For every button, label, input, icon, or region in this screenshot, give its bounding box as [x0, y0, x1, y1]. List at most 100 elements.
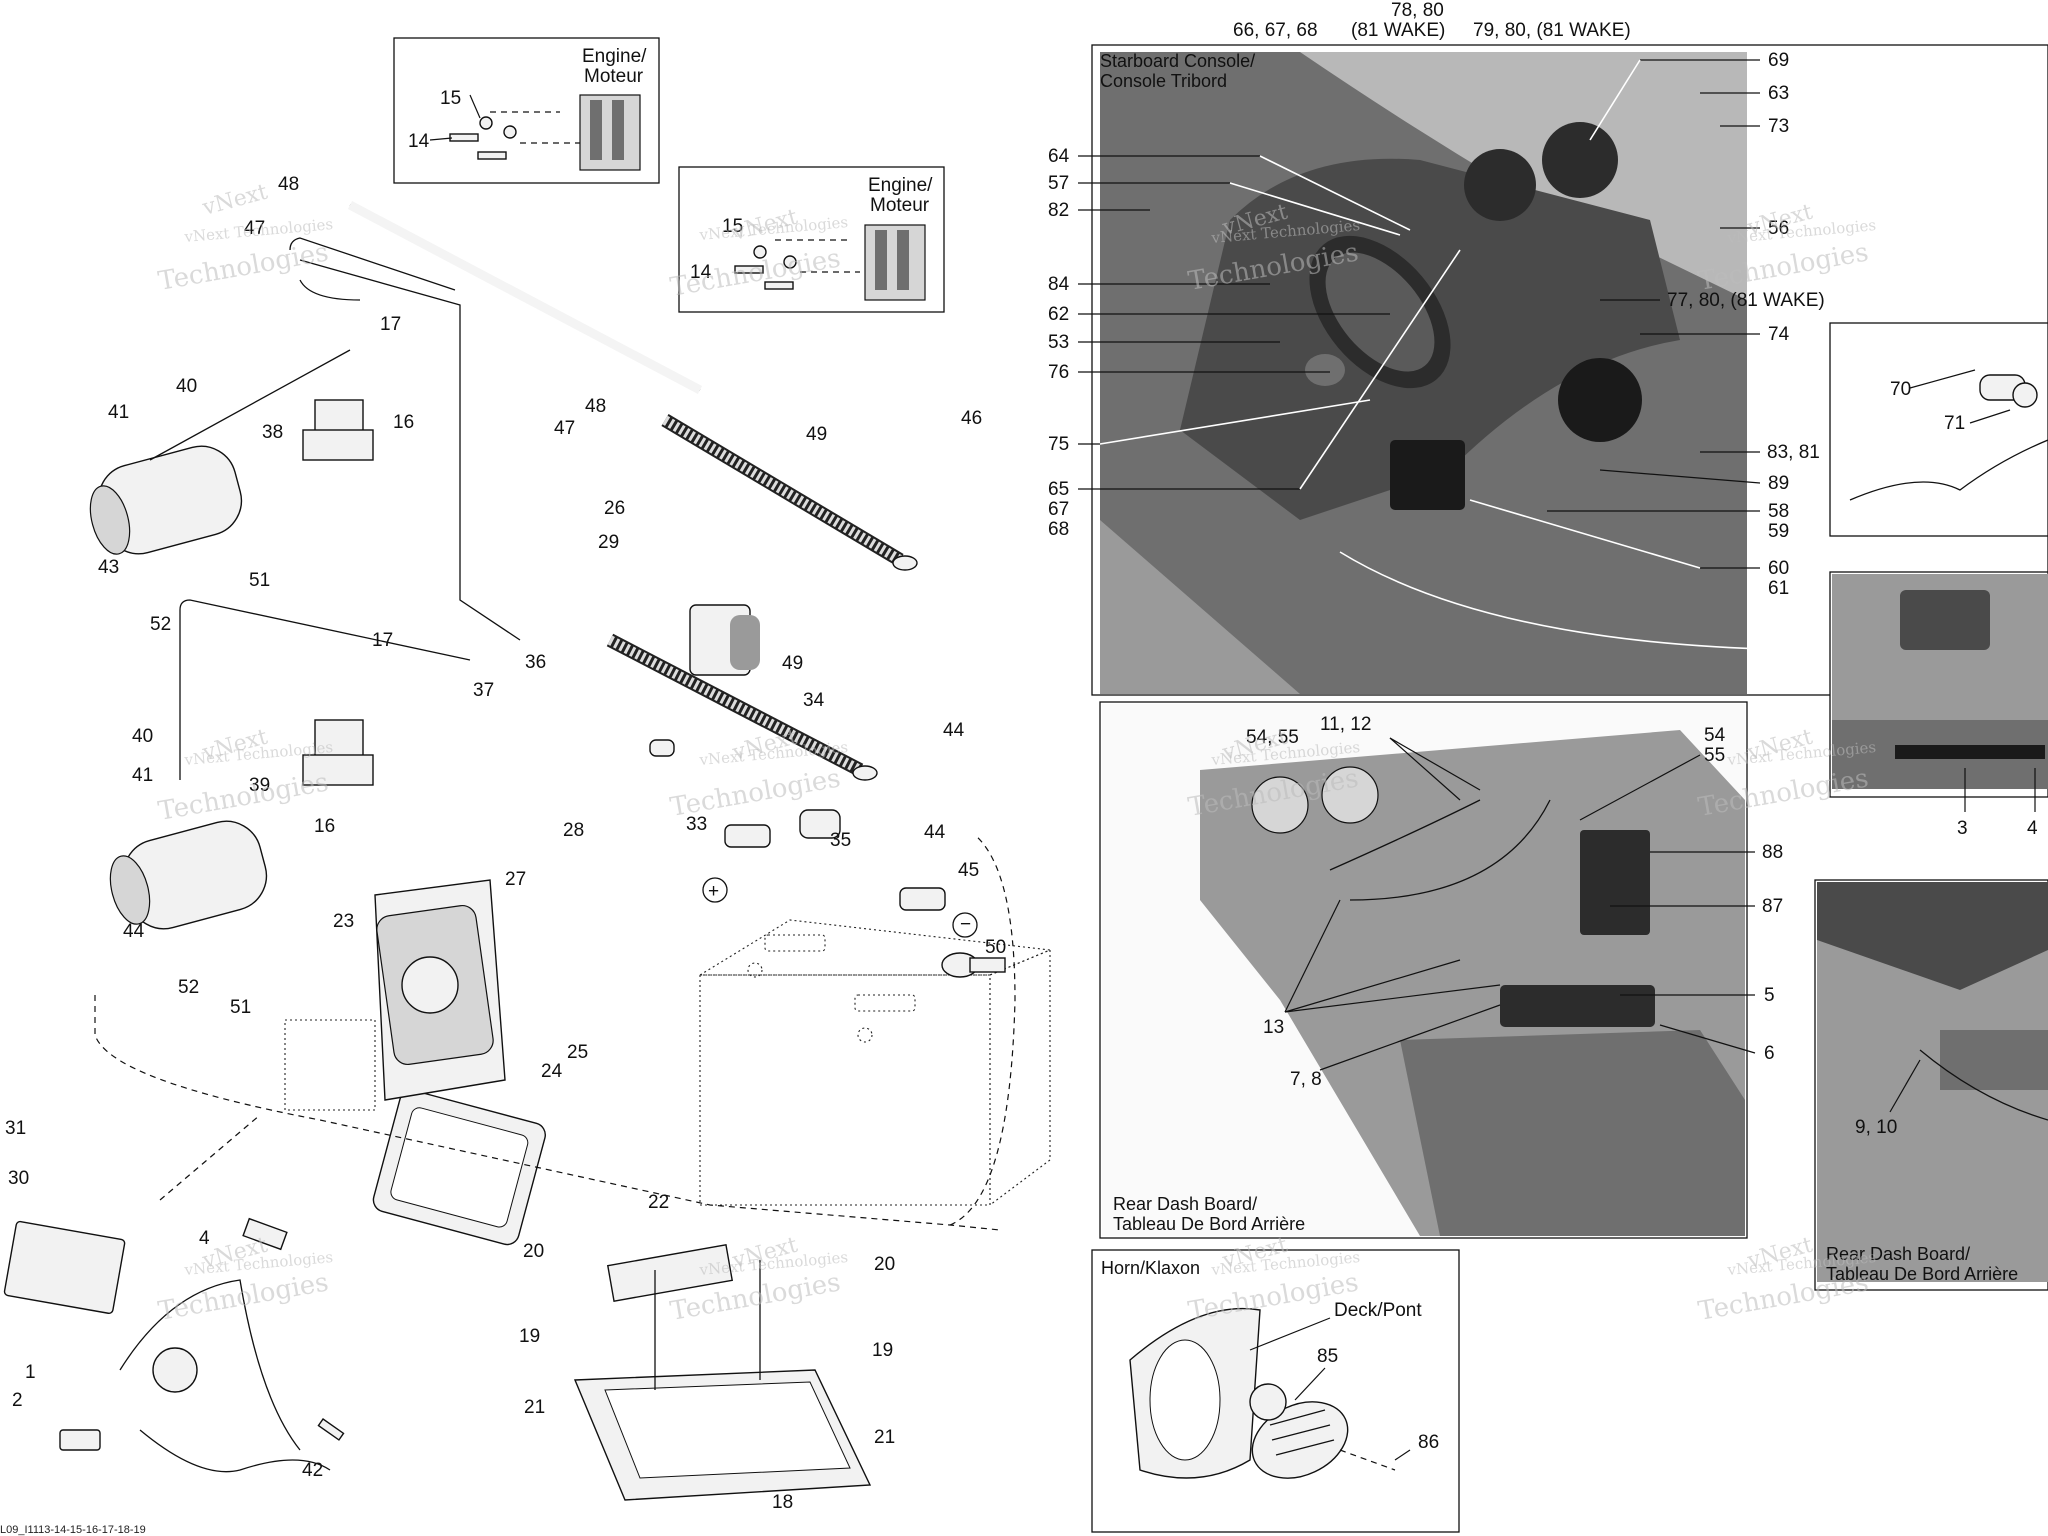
- svg-text:73: 73: [1768, 116, 1789, 137]
- svg-text:89: 89: [1768, 473, 1789, 494]
- svg-text:9, 10: 9, 10: [1855, 1117, 1897, 1138]
- svg-text:79, 80, (81 WAKE): 79, 80, (81 WAKE): [1473, 20, 1631, 41]
- svg-text:22: 22: [648, 1192, 669, 1213]
- svg-text:51: 51: [230, 997, 251, 1018]
- svg-text:53: 53: [1048, 332, 1069, 353]
- svg-text:+: +: [708, 881, 719, 902]
- svg-text:Technologies: Technologies: [156, 237, 331, 296]
- svg-text:60: 60: [1768, 558, 1789, 579]
- svg-text:20: 20: [874, 1254, 895, 1275]
- svg-text:vNext: vNext: [199, 180, 270, 222]
- svg-text:77, 80, (81 WAKE): 77, 80, (81 WAKE): [1667, 290, 1825, 311]
- svg-text:6: 6: [1764, 1043, 1775, 1064]
- svg-text:28: 28: [563, 820, 584, 841]
- svg-text:5: 5: [1764, 985, 1775, 1006]
- svg-text:40: 40: [176, 376, 197, 397]
- callout-14: 14: [408, 131, 430, 152]
- svg-text:44: 44: [123, 921, 145, 942]
- svg-text:52: 52: [150, 614, 171, 635]
- svg-text:29: 29: [598, 532, 619, 553]
- rear-dash-title-2: Tableau De Bord Arrière: [1113, 1214, 1305, 1234]
- svg-text:49: 49: [782, 653, 803, 674]
- svg-text:Technologies: Technologies: [156, 1267, 331, 1326]
- svg-text:33: 33: [686, 814, 707, 835]
- svg-text:19: 19: [519, 1326, 540, 1347]
- svg-text:41: 41: [108, 402, 129, 423]
- svg-text:78, 80: 78, 80: [1391, 0, 1444, 21]
- rear-dash-callouts: 54, 55 11, 12 54 55 88 87 13 5 6 7, 8: [1246, 714, 1783, 1090]
- svg-text:16: 16: [314, 816, 335, 837]
- svg-text:47: 47: [554, 418, 575, 439]
- svg-text:58: 58: [1768, 501, 1789, 522]
- engine-inset-2: Engine/ Moteur 15 14: [678, 166, 945, 313]
- svg-text:84: 84: [1048, 274, 1070, 295]
- svg-text:37: 37: [473, 680, 494, 701]
- svg-text:7, 8: 7, 8: [1290, 1069, 1322, 1090]
- svg-text:19: 19: [872, 1340, 893, 1361]
- svg-text:74: 74: [1768, 324, 1790, 345]
- svg-text:48: 48: [278, 174, 299, 195]
- diagram-code: L09_I1113-14-15-16-17-18-19: [0, 1524, 146, 1536]
- callout-86: 86: [1418, 1432, 1439, 1453]
- svg-text:24: 24: [541, 1061, 563, 1082]
- svg-text:25: 25: [567, 1042, 588, 1063]
- svg-text:44: 44: [924, 822, 946, 843]
- svg-text:59: 59: [1768, 521, 1789, 542]
- svg-text:Tableau De Bord Arrière: Tableau De Bord Arrière: [1826, 1264, 2018, 1284]
- horn-panel: Horn/Klaxon Deck/Pont 85 86: [1091, 1249, 1460, 1533]
- svg-text:17: 17: [380, 314, 401, 335]
- svg-text:39: 39: [249, 775, 270, 796]
- svg-text:43: 43: [98, 557, 119, 578]
- svg-text:−: −: [960, 914, 971, 935]
- battery-cables: [289, 201, 918, 781]
- svg-text:36: 36: [525, 652, 546, 673]
- svg-text:20: 20: [523, 1241, 544, 1262]
- svg-text:34: 34: [803, 690, 825, 711]
- svg-text:21: 21: [874, 1427, 895, 1448]
- svg-text:38: 38: [262, 422, 283, 443]
- svg-text:75: 75: [1048, 434, 1069, 455]
- engine-inset-1-title-2: Moteur: [584, 66, 644, 87]
- battery: [698, 919, 1053, 1207]
- svg-text:27: 27: [505, 869, 526, 890]
- left-callout-labels: 48 47 17 40 41 38 16 43 51 52 48 47 49 4…: [5, 174, 1006, 1513]
- engine-inset-2-title-1: Engine/: [868, 175, 933, 196]
- svg-text:3: 3: [1957, 818, 1968, 839]
- starboard-callouts: 66, 67, 68 78, 80 (81 WAKE) 79, 80, (81 …: [1048, 0, 1825, 599]
- deck-label: Deck/Pont: [1334, 1300, 1422, 1321]
- starboard-leaders: [1078, 59, 1761, 569]
- svg-text:63: 63: [1768, 83, 1789, 104]
- svg-text:45: 45: [958, 860, 979, 881]
- svg-text:48: 48: [585, 396, 606, 417]
- svg-text:42: 42: [302, 1460, 323, 1481]
- svg-text:67: 67: [1048, 499, 1069, 520]
- starboard-title-2: Console Tribord: [1100, 71, 1227, 91]
- svg-text:47: 47: [244, 218, 265, 239]
- left-exploded-view: Engine/ Moteur 15 14 Engine/ Moteur: [3, 37, 1053, 1513]
- svg-text:23: 23: [333, 911, 354, 932]
- callout-85: 85: [1317, 1346, 1338, 1367]
- svg-text:55: 55: [1704, 745, 1725, 766]
- svg-text:65: 65: [1048, 479, 1069, 500]
- svg-text:76: 76: [1048, 362, 1069, 383]
- starboard-console-panel: Starboard Console/ Console Tribord 66, 6…: [1048, 0, 2048, 839]
- callout-15: 15: [440, 88, 461, 109]
- callout-15b: 15: [722, 216, 743, 237]
- svg-text:44: 44: [943, 720, 965, 741]
- svg-text:54: 54: [1704, 725, 1726, 746]
- starboard-title-1: Starboard Console/: [1100, 51, 1255, 71]
- engine-inset-2-title-2: Moteur: [870, 195, 930, 216]
- svg-text:66, 67, 68: 66, 67, 68: [1233, 20, 1318, 41]
- rear-dash-leaders: [1284, 737, 1756, 1071]
- battery-bracket: [3, 604, 760, 1315]
- battery-terminals: + −: [702, 809, 1006, 978]
- engine-cover: [284, 879, 506, 1111]
- rear-dash-title-1: Rear Dash Board/: [1113, 1194, 1257, 1214]
- svg-text:1: 1: [25, 1362, 36, 1383]
- svg-text:17: 17: [372, 630, 393, 651]
- svg-text:30: 30: [8, 1168, 29, 1189]
- svg-text:82: 82: [1048, 200, 1069, 221]
- horn-title: Horn/Klaxon: [1101, 1258, 1200, 1278]
- svg-text:64: 64: [1048, 146, 1070, 167]
